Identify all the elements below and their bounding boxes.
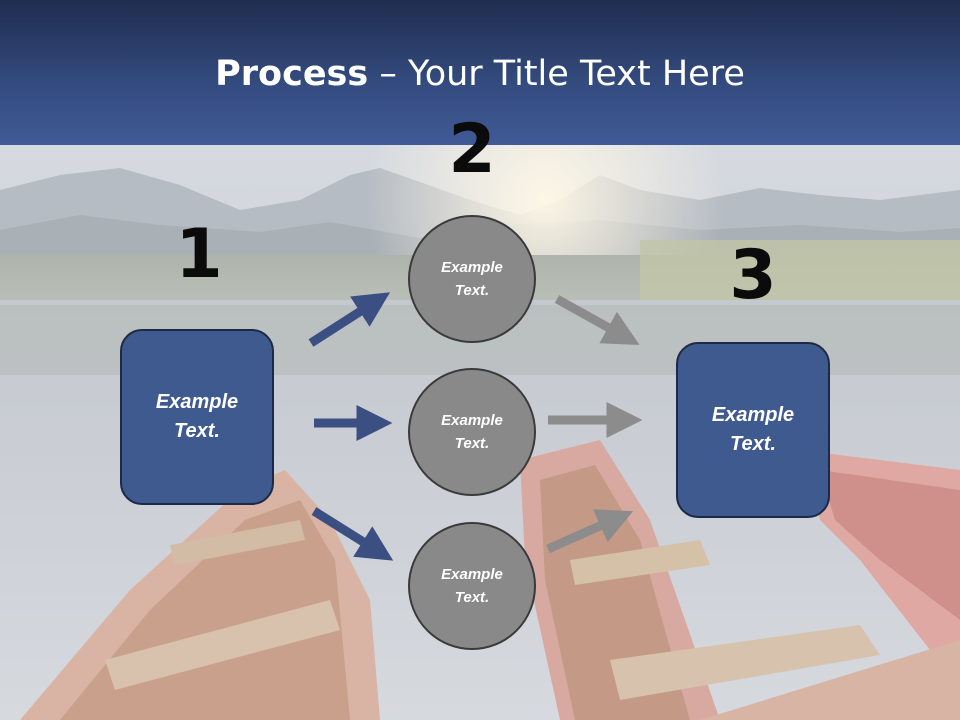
step2-top-label: Example Text. — [441, 259, 503, 299]
arrow-step1-to-top — [308, 292, 391, 347]
step2-circle-middle[interactable]: Example Text. — [408, 368, 536, 496]
step2-middle-label: Example Text. — [441, 412, 503, 452]
step-number-1: 1 — [175, 215, 223, 294]
step-number-2: 2 — [448, 110, 496, 189]
step2-circle-top[interactable]: Example Text. — [408, 215, 536, 343]
arrow-bottom-to-step3 — [546, 509, 634, 554]
step3-label: Example Text. — [711, 404, 795, 455]
step-number-3: 3 — [729, 236, 777, 315]
title-bold: Process — [215, 54, 369, 94]
step1-box[interactable]: Example Text. — [120, 329, 274, 505]
step2-bottom-label: Example Text. — [441, 566, 503, 606]
arrow-top-to-step3 — [554, 295, 640, 346]
step2-circle-bottom[interactable]: Example Text. — [408, 522, 536, 650]
step1-label: Example Text. — [155, 391, 239, 442]
title-rest: – Your Title Text Here — [368, 54, 745, 94]
slide-title: Process – Your Title Text Here — [0, 50, 960, 98]
arrow-step1-to-bottom — [311, 507, 394, 561]
step3-box[interactable]: Example Text. — [676, 342, 830, 518]
title-bar — [0, 0, 960, 145]
